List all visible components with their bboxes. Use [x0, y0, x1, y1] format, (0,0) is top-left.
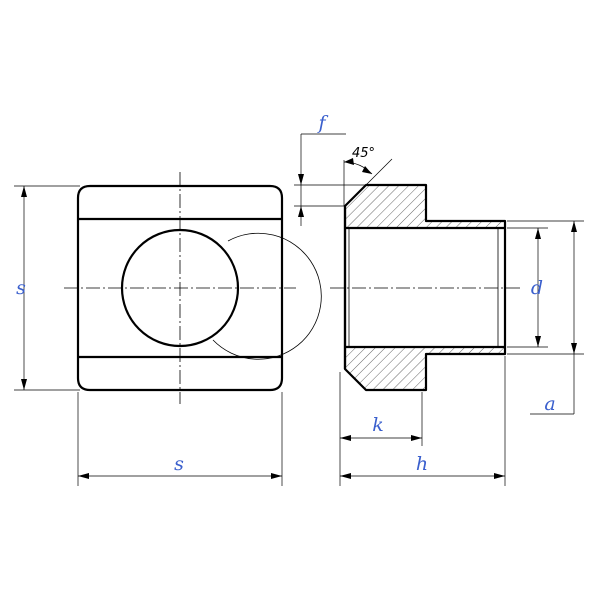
- thread-arc: [212, 232, 322, 360]
- dimension-s-horizontal: [77, 392, 283, 486]
- label-h: h: [416, 453, 428, 475]
- dimension-a: [507, 220, 584, 415]
- dimension-labels: s s f 45° d a k h: [16, 112, 556, 475]
- front-view: [64, 172, 322, 404]
- label-f: f: [316, 112, 328, 134]
- label-k: k: [372, 414, 384, 436]
- label-a: a: [544, 393, 555, 415]
- dimension-h: [340, 356, 506, 486]
- dimension-angle-45: [343, 158, 393, 206]
- side-outline: [343, 183, 507, 392]
- label-s-horizontal: s: [174, 453, 184, 475]
- label-angle-45: 45°: [352, 146, 375, 161]
- dimensions: [14, 133, 584, 486]
- bore-outline: [343, 206, 505, 369]
- dimension-f: [294, 133, 366, 226]
- side-section-view: [330, 183, 520, 392]
- label-s-vertical: s: [16, 277, 26, 299]
- dimension-d: [507, 227, 548, 348]
- dimension-k: [339, 372, 423, 486]
- dimension-s-vertical: [14, 185, 80, 391]
- front-outline: [76, 184, 284, 392]
- label-d: d: [531, 277, 543, 299]
